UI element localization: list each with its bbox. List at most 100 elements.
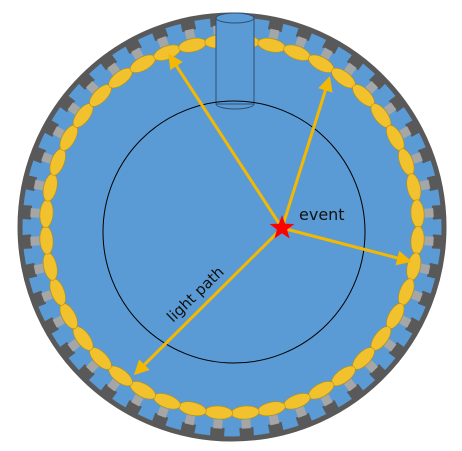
pmt-base	[41, 152, 53, 164]
pmt-base	[184, 414, 196, 426]
photomultiplier-tube	[99, 365, 133, 401]
pmt-cap	[267, 19, 284, 33]
photomultiplier-tube	[398, 146, 433, 176]
pmt-cap	[388, 94, 406, 113]
photomultiplier-tube	[398, 278, 433, 308]
pmt-base	[419, 263, 431, 275]
pmt-base	[424, 208, 434, 218]
pmt-cap	[346, 53, 365, 71]
pmt-base	[295, 406, 307, 418]
photomultiplier-tube	[77, 347, 112, 382]
pmt-cap	[405, 317, 421, 335]
pmt-base	[52, 126, 65, 139]
pmt-cap	[124, 38, 142, 54]
pmt-cap	[209, 426, 225, 438]
photomultiplier-tube	[43, 119, 78, 151]
pmt-base	[67, 102, 81, 115]
pmt-base	[365, 80, 379, 94]
pmt-cap	[58, 341, 76, 360]
pmt-cap	[369, 364, 387, 382]
event-star-icon	[269, 215, 295, 239]
pmt-base	[411, 290, 423, 302]
photomultiplier-tube	[178, 19, 207, 53]
pmt-base	[184, 28, 196, 40]
light-paths	[133, 53, 412, 376]
pmt-base	[268, 28, 280, 40]
pmt-base	[157, 406, 169, 418]
pmt-cap	[43, 317, 59, 335]
pmt-base	[67, 339, 81, 352]
photomultiplier-tube	[352, 72, 387, 107]
pmt-base	[33, 263, 45, 275]
pmt-base	[399, 315, 412, 328]
pmt-base	[52, 315, 65, 328]
pmt-base	[213, 419, 223, 429]
pmt-base	[85, 80, 99, 94]
pmt-base	[107, 62, 120, 76]
photomultiplier-tube	[370, 94, 406, 128]
pmt-cap	[43, 119, 59, 137]
pmt-base	[131, 47, 144, 60]
photomultiplier-tube	[58, 94, 94, 128]
pmt-cap	[58, 94, 76, 113]
pmt-cap	[180, 421, 197, 435]
pmt-cap	[24, 175, 38, 192]
pmt-cap	[431, 234, 443, 250]
pmt-cap	[426, 262, 440, 279]
chimney-body	[215, 17, 255, 105]
photomultiplier-tube	[21, 225, 54, 255]
photomultiplier-tube	[204, 405, 234, 438]
photomultiplier-tube	[58, 326, 94, 360]
photomultiplier-tube	[308, 381, 340, 416]
pmt-base	[344, 62, 357, 76]
pmt-cap	[267, 421, 284, 435]
light-path-arrow-upper-right	[280, 76, 333, 229]
photomultiplier-tube	[21, 199, 54, 229]
pmt-base	[85, 360, 99, 374]
pmt-cap	[21, 204, 33, 220]
light-path-arrow-upper-left	[168, 53, 284, 229]
pmt-base	[41, 290, 53, 302]
photomultiplier-tube	[43, 303, 78, 335]
pmt-base	[320, 394, 333, 407]
photomultiplier-tube	[31, 278, 66, 308]
pmt-cap	[24, 262, 38, 279]
pmt-cap	[180, 19, 197, 33]
pmt-cap	[99, 53, 118, 71]
pmt-cap	[124, 400, 142, 416]
pmt-cap	[369, 72, 387, 90]
photomultiplier-tube	[410, 199, 443, 229]
pmt-base	[383, 339, 397, 352]
pmt-cap	[322, 38, 340, 54]
photomultiplier-tube	[308, 38, 340, 73]
photomultiplier-tube	[257, 19, 286, 53]
photomultiplier-tube	[230, 405, 260, 438]
chimney-top	[215, 12, 255, 24]
pmt-base	[383, 102, 397, 115]
photomultiplier-tube	[386, 303, 421, 335]
pmt-cap	[77, 72, 95, 90]
photomultiplier-ring	[21, 16, 443, 438]
pmt-base	[30, 208, 40, 218]
pmt-cap	[77, 364, 95, 382]
pmt-cap	[405, 119, 421, 137]
photomultiplier-tube	[352, 347, 387, 382]
pmt-base	[268, 414, 280, 426]
photomultiplier-tube	[31, 146, 66, 176]
pmt-base	[241, 419, 251, 429]
photomultiplier-tube	[283, 393, 313, 428]
photomultiplier-tube	[99, 53, 133, 89]
pmt-base	[131, 394, 144, 407]
photomultiplier-tube	[24, 252, 58, 281]
chimney-bottom	[215, 103, 255, 110]
pmt-cap	[431, 204, 443, 220]
photomultiplier-tube	[331, 365, 365, 401]
photomultiplier-tube	[406, 173, 440, 202]
photomultiplier-tube	[410, 225, 443, 255]
pmt-cap	[21, 234, 33, 250]
photomultiplier-tube	[178, 401, 207, 435]
pmt-base	[30, 236, 40, 246]
pmt-cap	[346, 383, 365, 401]
pmt-base	[344, 378, 357, 392]
